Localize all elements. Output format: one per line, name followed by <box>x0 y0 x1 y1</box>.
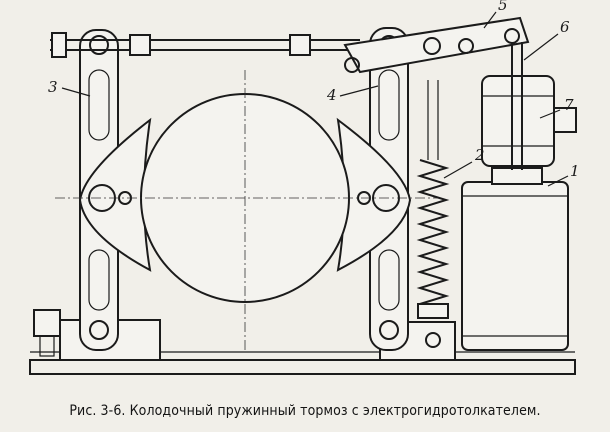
thruster-body <box>461 167 569 351</box>
brake-spring <box>416 80 450 348</box>
brake-drawing: 3 4 2 5 6 7 1 <box>29 0 580 375</box>
top-lever <box>343 16 530 74</box>
label-5: 5 <box>498 0 508 14</box>
base-plate <box>29 319 576 375</box>
label-3: 3 <box>48 78 58 96</box>
figure-caption: Рис. 3-6. Колодочный пружинный тормоз с … <box>69 403 541 419</box>
thruster-motor <box>481 75 577 167</box>
label-2: 2 <box>474 146 485 164</box>
brake-drum <box>55 70 440 350</box>
label-7: 7 <box>564 96 574 114</box>
thruster-rod <box>511 42 523 170</box>
tie-rod <box>50 32 360 58</box>
label-1: 1 <box>570 162 580 180</box>
left-bracket <box>33 309 61 357</box>
leader-lines <box>61 11 569 187</box>
label-6: 6 <box>560 18 570 36</box>
label-4: 4 <box>326 86 337 104</box>
